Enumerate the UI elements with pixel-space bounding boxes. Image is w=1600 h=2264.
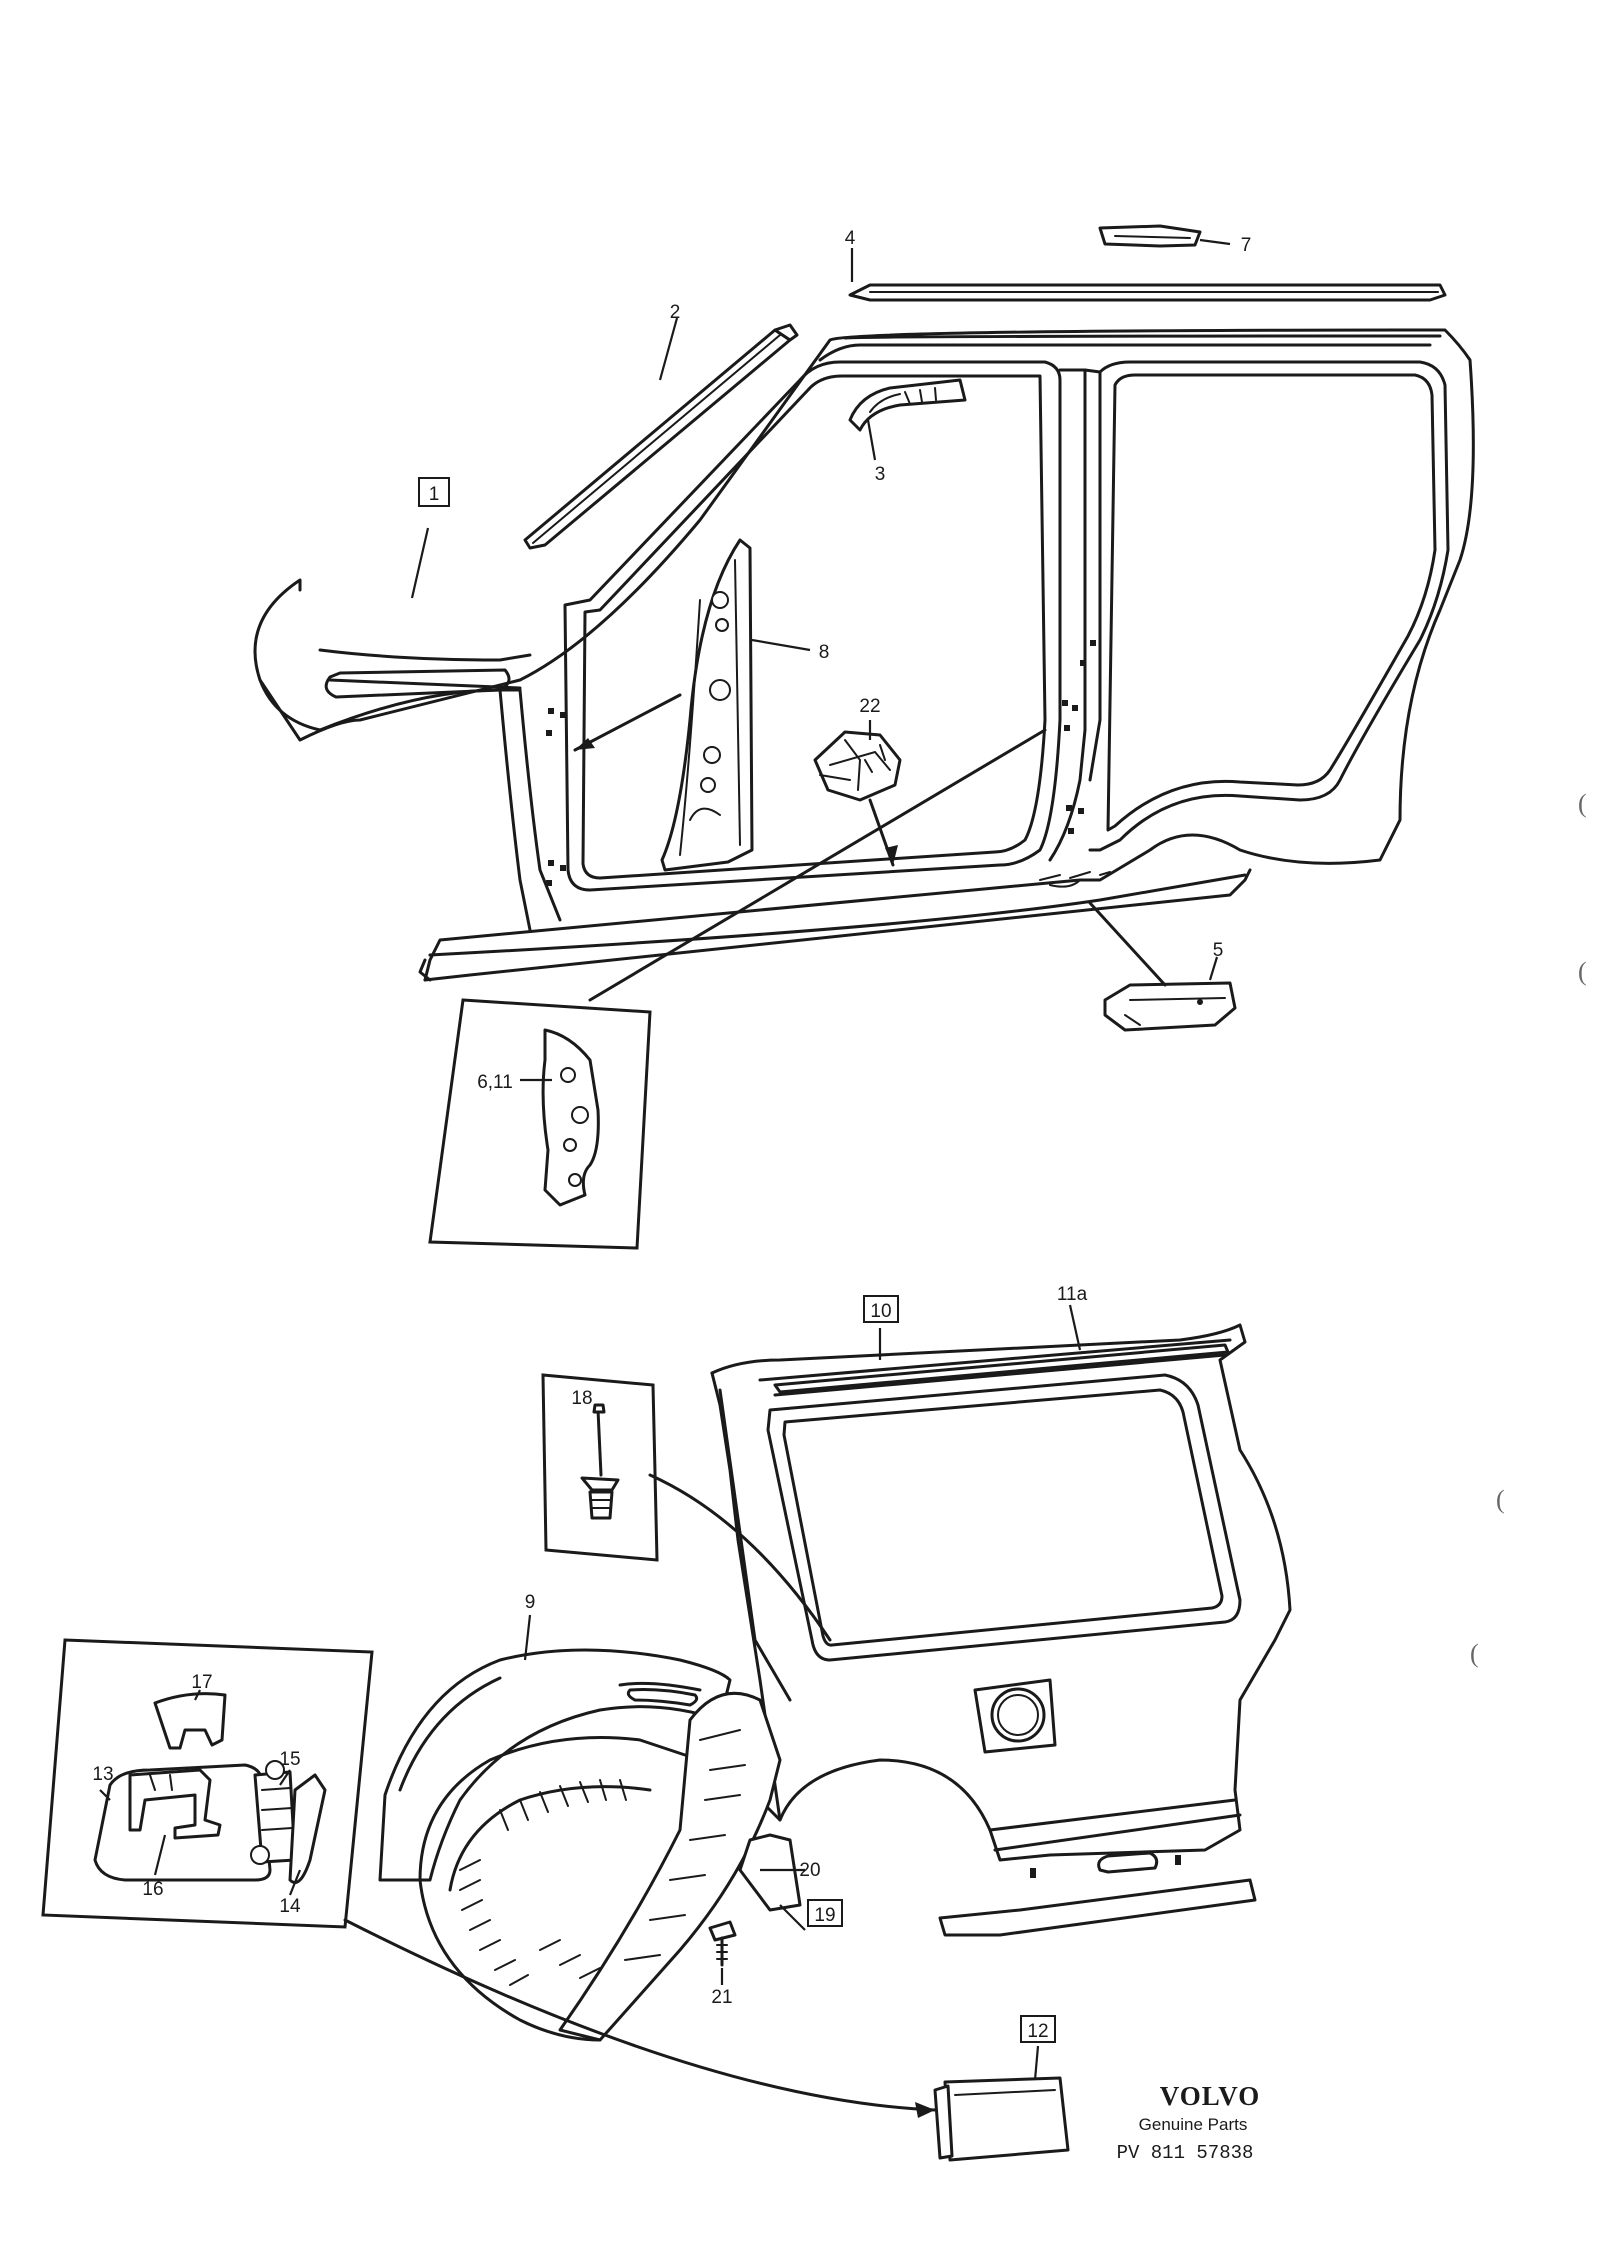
label-box-10 xyxy=(863,1295,899,1323)
genuine-parts-text: Genuine Parts xyxy=(1139,2115,1248,2134)
screw-part-21 xyxy=(708,1920,737,1967)
sill-bracket-part-5 xyxy=(1103,981,1237,1032)
inset-box-6-11 xyxy=(428,998,652,1250)
label-11a: 11a xyxy=(1057,1284,1088,1305)
label-8: 8 xyxy=(819,642,830,663)
label-1: 1 xyxy=(429,484,440,505)
label-4: 4 xyxy=(845,228,856,249)
label-16: 16 xyxy=(142,1879,163,1900)
b-pillar-reinforcement-part-8 xyxy=(660,538,754,872)
margin-mark: ( xyxy=(1578,789,1587,818)
label-14: 14 xyxy=(279,1896,301,1917)
side-panel-part-1 xyxy=(253,328,1475,982)
label-7: 7 xyxy=(1241,235,1252,256)
margin-mark: ( xyxy=(1496,1485,1505,1514)
inner-bracket-part-22 xyxy=(813,730,902,802)
volvo-logo: VOLVO xyxy=(1160,2081,1260,2111)
rear-quarter-panel-part-10 xyxy=(710,1323,1292,1937)
label-9: 9 xyxy=(525,1592,536,1613)
label-10: 10 xyxy=(870,1301,891,1322)
label-13: 13 xyxy=(92,1764,113,1785)
margin-mark: ( xyxy=(1470,1639,1479,1668)
roof-bracket-part-3 xyxy=(848,378,967,432)
label-5: 5 xyxy=(1213,940,1224,961)
label-box-12 xyxy=(1020,2015,1056,2043)
a-pillar-trim-part-2 xyxy=(523,323,799,550)
inset-box-13-17 xyxy=(41,1638,374,1929)
wheel-housing-part-9 xyxy=(378,1648,782,2042)
label-22: 22 xyxy=(859,696,880,717)
roof-rail-strip-part-4 xyxy=(848,283,1447,302)
label-box-1 xyxy=(418,477,450,507)
label-20: 20 xyxy=(799,1860,820,1881)
callout-labels: 1 2 3 4 5 6,11 7 8 9 10 11a 12 13 14 15 … xyxy=(92,228,1252,2043)
label-21: 21 xyxy=(711,1987,732,2008)
brace-part-20 xyxy=(738,1833,802,1912)
label-2: 2 xyxy=(670,302,681,323)
label-6-11: 6,11 xyxy=(477,1072,513,1093)
label-12: 12 xyxy=(1027,2021,1048,2042)
fuel-door-part-12 xyxy=(933,2076,1070,2162)
margin-mark: ( xyxy=(1578,957,1587,986)
label-17: 17 xyxy=(191,1672,212,1693)
branding-block: VOLVO Genuine Parts PV 811 57838 xyxy=(1117,2081,1260,2164)
inset-box-18 xyxy=(541,1373,659,1562)
label-19: 19 xyxy=(814,1905,835,1926)
label-15: 15 xyxy=(279,1749,300,1770)
clip-part-7 xyxy=(1098,224,1202,248)
leader-lines xyxy=(99,238,1231,2118)
label-18: 18 xyxy=(571,1388,592,1409)
part-code-text: PV 811 57838 xyxy=(1117,2142,1254,2164)
label-3: 3 xyxy=(875,464,886,485)
label-box-19 xyxy=(807,1899,843,1927)
margin-marks: ( ( ( ( xyxy=(1470,789,1587,1668)
